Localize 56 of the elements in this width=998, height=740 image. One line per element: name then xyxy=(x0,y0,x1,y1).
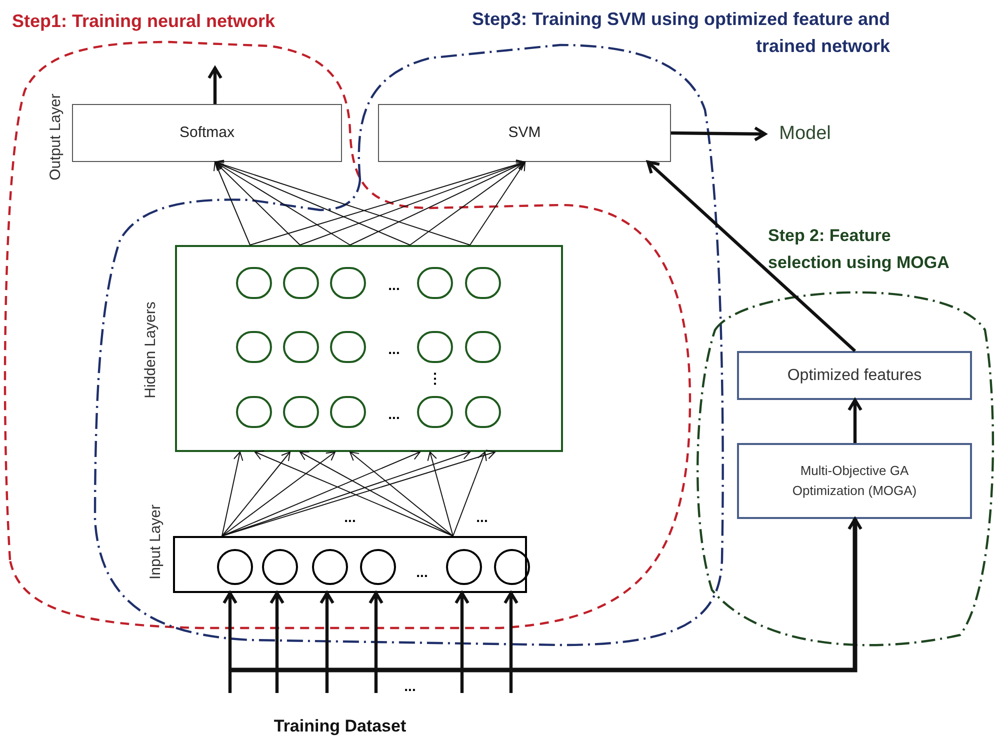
ellipsis-mark: ... xyxy=(476,510,488,524)
arrow xyxy=(230,518,862,672)
arrow xyxy=(208,66,222,104)
arrow xyxy=(222,452,336,536)
arrow xyxy=(214,160,410,246)
arrow xyxy=(222,452,290,536)
softmax-layer-box xyxy=(72,104,342,162)
layer-label: Hidden Layers xyxy=(140,302,160,398)
layer-label: Output Layer xyxy=(46,94,65,180)
arrow xyxy=(214,160,470,246)
svm-box xyxy=(378,104,671,162)
hidden-layers-box xyxy=(175,245,563,452)
arrow xyxy=(350,452,454,536)
arrow xyxy=(214,162,350,246)
arrow xyxy=(254,450,454,536)
arrow xyxy=(848,398,862,443)
arrow xyxy=(250,160,526,246)
dataset-label: Training Dataset xyxy=(274,715,406,738)
arrow xyxy=(454,592,470,693)
box-label: SVM xyxy=(508,122,541,143)
process-box xyxy=(737,351,972,400)
ellipsis-mark: ⋮ xyxy=(428,371,442,385)
ellipsis-mark: ... xyxy=(344,510,356,524)
arrow xyxy=(222,592,238,693)
arrow xyxy=(320,592,334,693)
box-label: Softmax xyxy=(179,122,235,143)
arrow xyxy=(427,452,454,536)
arrow xyxy=(300,160,526,246)
box-label: Multi-Objective GA Optimization (MOGA) xyxy=(791,462,918,500)
arrow xyxy=(300,451,454,536)
ellipsis-mark: ... xyxy=(388,278,400,292)
arrow xyxy=(350,160,526,246)
ellipsis-mark: ... xyxy=(416,565,428,579)
box-label: Optimized features xyxy=(787,366,922,386)
process-box xyxy=(737,443,972,519)
arrow xyxy=(410,162,526,246)
arrow xyxy=(368,592,384,693)
arrow xyxy=(214,162,300,246)
input-layer-box xyxy=(173,536,527,593)
step-heading: Step1: Training neural network xyxy=(12,10,276,33)
arrow xyxy=(452,452,487,536)
arrow xyxy=(504,592,518,693)
arrow xyxy=(670,126,766,142)
arrow xyxy=(213,162,250,246)
ellipsis-mark: ... xyxy=(404,679,416,693)
arrow xyxy=(470,162,526,246)
arrow xyxy=(646,160,856,352)
arrow xyxy=(222,450,420,536)
step-heading: Step3: Training SVM using optimized feature and trained network xyxy=(470,8,890,58)
step-heading: Step 2: Feature selection using MOGA xyxy=(768,225,950,274)
output-label: Model xyxy=(779,122,831,146)
ellipsis-mark: ... xyxy=(388,342,400,356)
arrow xyxy=(270,592,284,693)
ellipsis-mark: ... xyxy=(388,407,400,421)
arrow xyxy=(222,452,244,536)
layer-label: Input Layer xyxy=(146,504,165,580)
